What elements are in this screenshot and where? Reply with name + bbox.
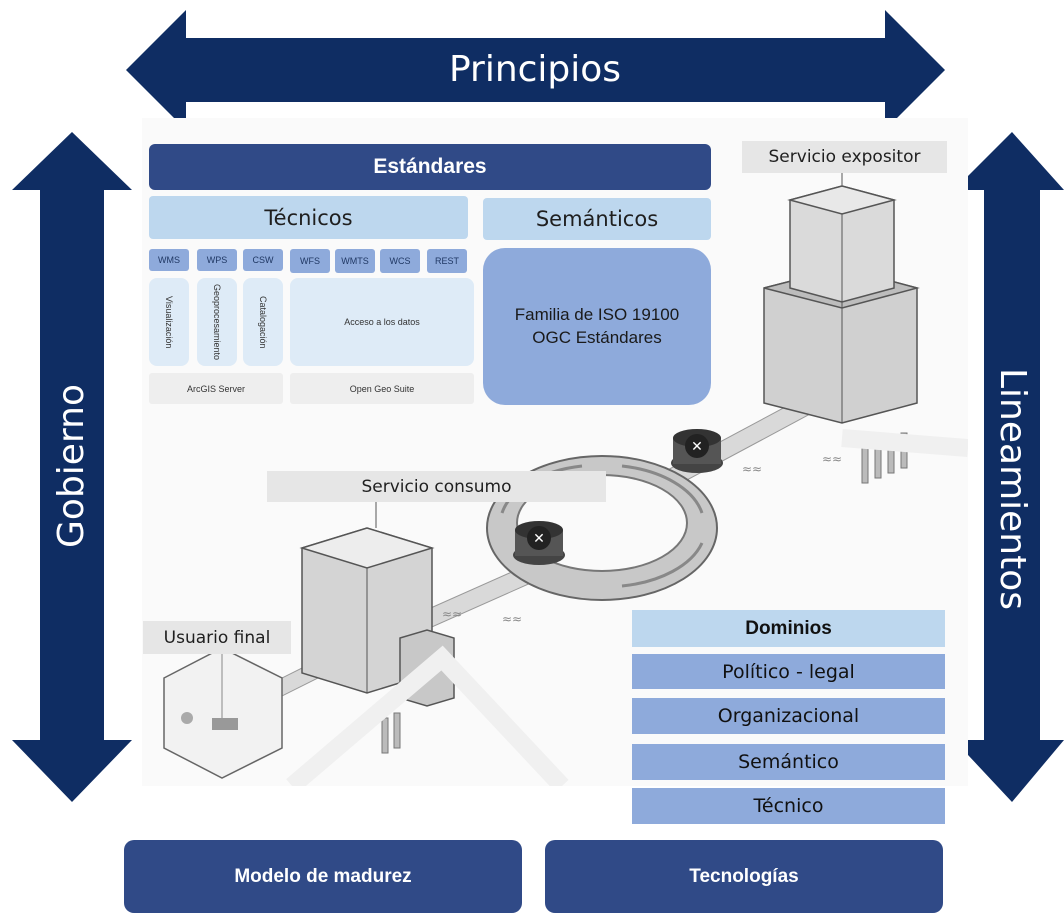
- end-user-label: Usuario final: [143, 621, 291, 654]
- domain-technical: Técnico: [632, 788, 945, 824]
- semantic-standards-box: Familia de ISO 19100 OGC Estándares: [483, 248, 711, 405]
- user-room: [163, 647, 283, 779]
- principles-arrow: [126, 10, 945, 130]
- category-visualization-label: Visualización: [164, 295, 174, 349]
- exposer-building: [763, 158, 920, 424]
- domain-organizational: Organizacional: [632, 698, 945, 734]
- semantic-line-ogc: OGC Estándares: [532, 327, 662, 347]
- gateway-node: ✕: [671, 429, 723, 473]
- government-label: Gobierno: [51, 384, 92, 548]
- server-opengeo: Open Geo Suite: [290, 373, 474, 404]
- consumer-service-label: Servicio consumo: [267, 471, 606, 502]
- maturity-model-box: Modelo de madurez: [124, 840, 522, 913]
- svg-text:✕: ✕: [533, 531, 545, 547]
- semantic-line-iso: Familia de ISO 19100: [514, 304, 680, 324]
- technical-title: Técnicos: [149, 196, 468, 239]
- technologies-box: Tecnologías: [545, 840, 943, 913]
- server-arcgis: ArcGIS Server: [149, 373, 283, 404]
- svg-text:≈≈: ≈≈: [502, 612, 522, 626]
- category-cataloguing-label: Catalogación: [258, 295, 268, 349]
- standard-chip-wfs: WFS: [290, 249, 330, 273]
- principles-label: Principios: [448, 49, 622, 90]
- standard-chip-wcs: WCS: [380, 249, 420, 273]
- svg-text:≈≈: ≈≈: [442, 607, 462, 621]
- domains-title: Dominios: [632, 610, 945, 647]
- semantic-title: Semánticos: [483, 198, 711, 240]
- svg-text:✕: ✕: [691, 439, 703, 455]
- domain-political-legal: Político - legal: [632, 654, 945, 689]
- standards-title: Estándares: [149, 144, 711, 190]
- standard-chip-wmts: WMTS: [335, 249, 375, 273]
- standard-chip-wps: WPS: [197, 249, 237, 271]
- category-data-access: Acceso a los datos: [290, 278, 474, 366]
- domain-semantic: Semántico: [632, 744, 945, 780]
- gateway-node: ✕: [513, 521, 565, 565]
- category-geoprocessing-label: Geoprocesamiento: [212, 283, 222, 361]
- category-cataloguing: Catalogación: [243, 278, 283, 366]
- standard-chip-csw: CSW: [243, 249, 283, 271]
- government-arrow: [12, 132, 132, 802]
- guidelines-arrow: [954, 132, 1064, 802]
- exposer-service-label: Servicio expositor: [742, 141, 947, 173]
- category-geoprocessing: Geoprocesamiento: [197, 278, 237, 366]
- svg-text:≈≈: ≈≈: [822, 452, 842, 466]
- guidelines-label: Lineamientos: [992, 368, 1033, 611]
- category-visualization: Visualización: [149, 278, 189, 366]
- svg-text:≈≈: ≈≈: [742, 462, 762, 476]
- standard-chip-wms: WMS: [149, 249, 189, 271]
- standard-chip-rest: REST: [427, 249, 467, 273]
